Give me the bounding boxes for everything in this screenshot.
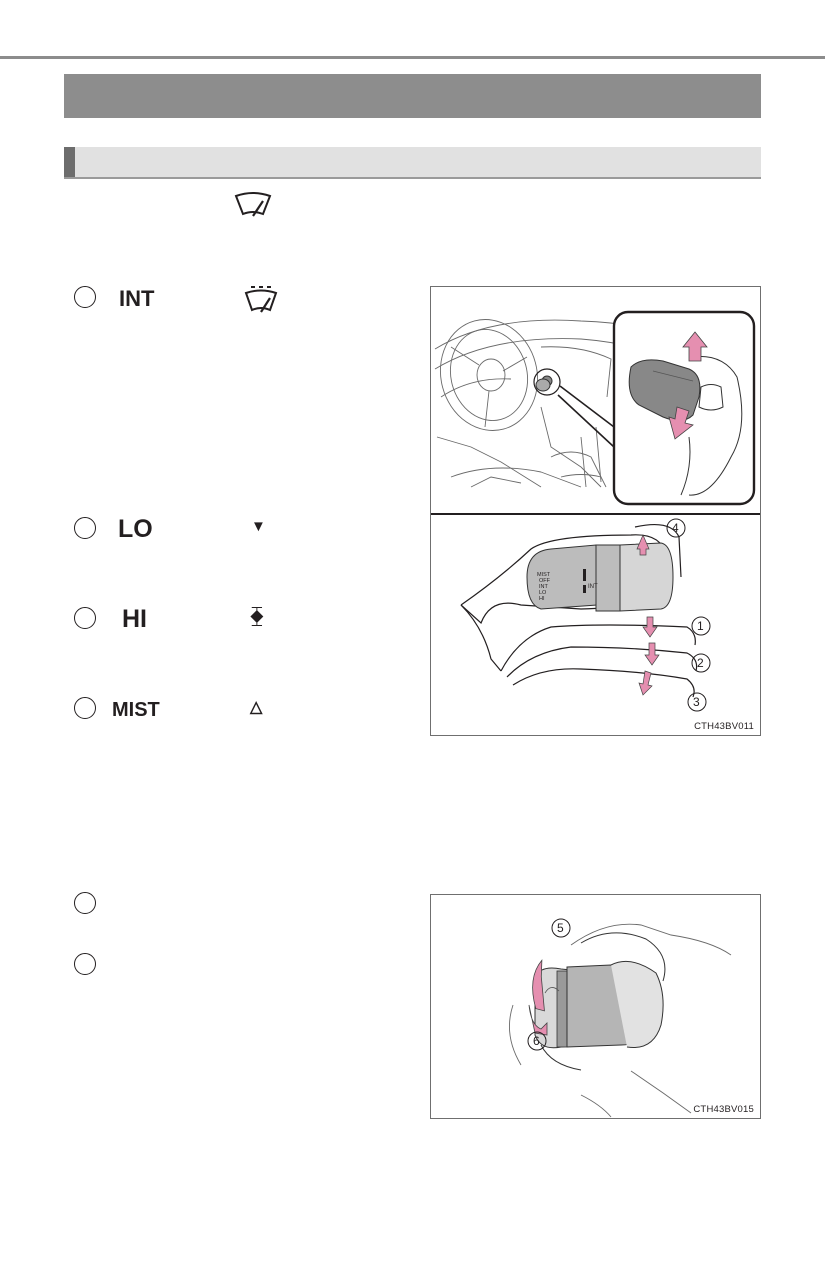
wiper-intermittent-icon (244, 286, 278, 313)
mode-label-int: INT (119, 286, 155, 311)
ring-label-int: INT (588, 584, 598, 590)
mode-marker-circle (74, 286, 96, 308)
lever-label-lo: LO (539, 590, 547, 596)
mode-marker-circle (74, 517, 96, 539)
washer-ring-figure: 5 6 CTH43BV015 (430, 894, 761, 1119)
callout-6: 6 (533, 1034, 540, 1048)
hi-double-arrow-icon: ⧱ (250, 605, 264, 627)
lever-label-hi: HI (539, 596, 545, 602)
mode-marker-circle (74, 953, 96, 975)
windshield-wiper-icon (234, 192, 272, 217)
top-rule (0, 56, 825, 59)
lever-label-off: OFF (539, 578, 551, 584)
callout-2: 2 (697, 656, 704, 670)
callout-5: 5 (557, 921, 564, 935)
mode-marker-circle (74, 892, 96, 914)
mode-marker-circle (74, 607, 96, 629)
subsection-accent (64, 147, 75, 177)
lo-arrow-icon: ▼ (251, 518, 266, 535)
subsection-header-bar (64, 147, 761, 179)
lever-label-mist: MIST (537, 572, 551, 578)
section-header-bar (64, 74, 761, 118)
mode-label-lo: LO (118, 515, 153, 543)
mode-label-mist: MIST (112, 699, 160, 721)
mode-marker-circle (74, 697, 96, 719)
figure-code: CTH43BV015 (693, 1104, 754, 1115)
wiper-lever-illustration: MIST OFF INT LO HI INT 4 1 2 3 (431, 310, 760, 712)
washer-ring-illustration: 5 6 (508, 918, 732, 1118)
callout-1: 1 (697, 619, 704, 633)
dashboard-sketch (434, 319, 672, 488)
mist-arrow-icon: △ (250, 699, 263, 716)
figure-code: CTH43BV011 (694, 721, 754, 732)
callout-3: 3 (693, 695, 700, 709)
mode-label-hi: HI (122, 605, 147, 633)
wiper-lever-figure: MIST OFF INT LO HI INT 4 1 2 3 CTH43BV01… (430, 286, 761, 736)
callout-4: 4 (672, 521, 679, 535)
lever-label-int: INT (539, 584, 549, 590)
